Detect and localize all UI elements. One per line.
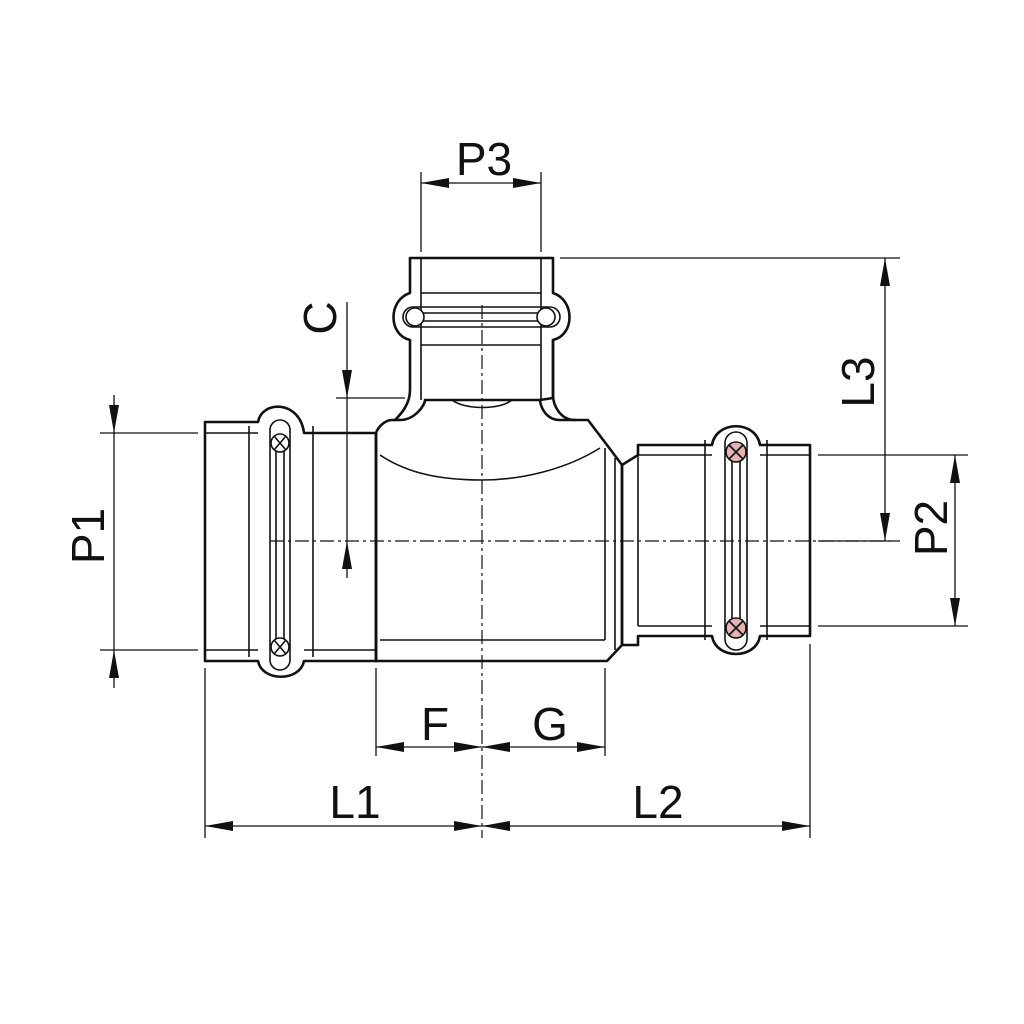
- extension-lines: [100, 172, 968, 838]
- label-l2: L2: [632, 776, 683, 828]
- label-p1: P1: [62, 508, 114, 564]
- label-l3: L3: [832, 356, 884, 407]
- label-l1: L1: [329, 776, 380, 828]
- branch-oring-right: [536, 307, 556, 327]
- center-lines: [270, 305, 890, 838]
- label-f: F: [421, 698, 449, 750]
- label-g: G: [532, 698, 568, 750]
- label-p3: P3: [456, 133, 512, 185]
- branch-oring-left: [405, 307, 425, 327]
- dimension-lines: [109, 178, 960, 831]
- right-socket-outline: [620, 424, 812, 656]
- left-oring-groove: [269, 419, 291, 671]
- main-body-outline: [374, 398, 624, 663]
- dimension-labels: P3 F G L1 L2 P1 C L3 P2: [62, 133, 957, 828]
- label-p2: P2: [905, 500, 957, 556]
- label-c: C: [294, 301, 346, 334]
